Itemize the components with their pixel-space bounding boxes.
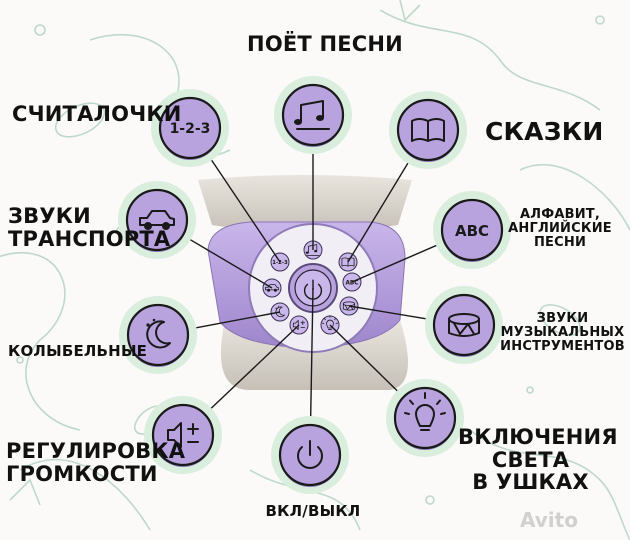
connector-counting	[209, 157, 281, 263]
label-songs: ПОЁТ ПЕСНИ	[247, 32, 403, 56]
connector-transport	[187, 237, 273, 289]
feature-alphabet-button: ABC	[433, 191, 511, 269]
feature-songs-button	[274, 76, 352, 154]
connector-lines	[187, 151, 440, 420]
lightbulb-icon	[404, 392, 446, 431]
counting-123-icon: 1-2-3	[170, 121, 211, 137]
label-lullabies: КОЛЫБЕЛЬНЫЕ	[8, 342, 148, 360]
label-counting: СЧИТАЛОЧКИ	[12, 102, 182, 126]
feature-lullabies-button	[119, 296, 197, 374]
connector-alphabet	[351, 243, 440, 283]
power-icon	[297, 440, 323, 469]
label-power: ВКЛ/ВЫКЛ	[265, 502, 361, 520]
connector-power	[309, 287, 314, 420]
connector-lights	[329, 324, 400, 394]
feature-instruments-button	[425, 286, 503, 364]
label-instruments: ЗВУКИ МУЗЫКАЛЬНЫХ ИНСТРУМЕНТОВ	[500, 311, 625, 355]
label-tales: СКАЗКИ	[485, 117, 604, 146]
moon-icon	[146, 318, 171, 349]
label-volume: РЕГУЛИРОВКА ГРОМКОСТИ	[6, 439, 186, 486]
connector-volume	[208, 324, 300, 411]
svg-text:ABC: ABC	[455, 222, 489, 240]
feature-tales-button	[389, 91, 467, 169]
connector-tales	[347, 160, 410, 263]
svg-text:1-2-3: 1-2-3	[272, 260, 288, 266]
feature-volume-button	[144, 396, 222, 474]
drum-icon	[448, 313, 480, 337]
abc-icon: ABC	[455, 222, 489, 240]
label-lights: ВКЛЮЧЕНИЯ СВЕТА В УШКАХ	[458, 425, 618, 495]
feature-lights-button	[386, 379, 464, 457]
connector-instruments	[348, 305, 429, 320]
label-alphabet: АЛФАВИТ, АНГЛИЙСКИЕ ПЕСНИ	[508, 207, 612, 251]
feature-power-button	[271, 416, 349, 494]
book-icon	[411, 118, 445, 142]
feature-counting-button: 1-2-3	[151, 89, 229, 167]
label-transport: ЗВУКИ ТРАНСПОРТА	[8, 204, 171, 251]
connector-lullabies	[193, 311, 281, 330]
music-notes-icon	[294, 100, 330, 130]
feature-transport-button	[118, 181, 196, 259]
avito-watermark: Avito	[520, 508, 578, 532]
svg-text:1-2-3: 1-2-3	[170, 121, 211, 137]
svg-text:ABC: ABC	[346, 280, 359, 286]
volume-icon	[167, 422, 199, 448]
car-icon	[139, 210, 175, 230]
